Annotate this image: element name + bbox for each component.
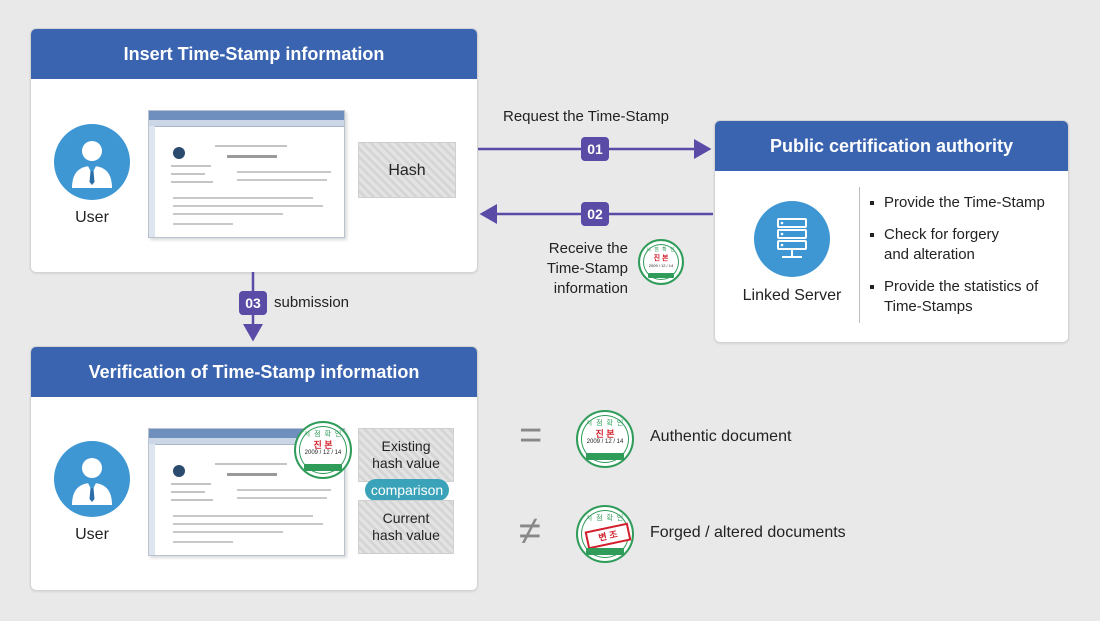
timestamp-seal-icon: 시 점 확 인 진 본 2009 / 12 / 14: [294, 421, 352, 479]
verification-panel: Verification of Time-Stamp information U…: [30, 346, 478, 591]
step-02-badge: 02: [581, 202, 609, 226]
authority-panel: Public certification authority Linked Se…: [714, 120, 1069, 343]
not-equal-symbol: ≠: [519, 509, 541, 553]
seal-mid: 진 본: [595, 429, 615, 439]
forged-label: Forged / altered documents: [650, 524, 846, 541]
insert-timestamp-panel: Insert Time-Stamp information User: [30, 28, 478, 273]
existing-hash-box: Existing hash value: [358, 428, 454, 482]
verification-panel-title: Verification of Time-Stamp information: [31, 347, 477, 397]
comparison-pill: comparison: [365, 479, 449, 501]
server-label: Linked Server: [742, 287, 842, 304]
seal-top: 시 점 확 인: [646, 247, 676, 253]
request-label: Request the Time-Stamp: [503, 108, 669, 125]
seal-date: 2009 / 12 / 14: [304, 450, 342, 456]
seal-mid: 진 본: [313, 440, 333, 450]
receive-label: Receive the Time-Stamp information: [546, 240, 628, 297]
seal-top: 시 점 확 인: [585, 515, 625, 522]
equals-symbol: =: [519, 413, 543, 457]
document-screenshot: [148, 110, 345, 238]
user-label: User: [75, 209, 109, 226]
user-icon: [54, 441, 130, 517]
seal-top: 시 점 확 인: [585, 420, 625, 427]
seal-top: 시 점 확 인: [303, 431, 343, 438]
timestamp-seal-icon: 시 점 확 인 진 본 2009 / 12 / 14: [638, 239, 684, 285]
forged-mark: 변 조: [584, 522, 632, 550]
authority-panel-title: Public certification authority: [715, 121, 1068, 171]
submission-label: submission: [274, 294, 350, 311]
user-avatar: User: [47, 441, 137, 544]
seal-mid: 진 본: [653, 255, 669, 262]
authentic-seal-icon: 시 점 확 인 진 본 2009 / 12 / 14: [576, 410, 634, 468]
step-01-badge: 01: [581, 137, 609, 161]
service-item: Provide the Time-Stamp: [870, 193, 1066, 213]
step-03-badge: 03: [239, 291, 267, 315]
authentic-label: Authentic document: [650, 428, 792, 445]
service-item: Provide the statistics of Time-Stamps: [870, 277, 1066, 317]
user-label: User: [75, 526, 109, 543]
seal-date: 2009 / 12 / 14: [586, 439, 624, 445]
authority-services-list: Provide the Time-Stamp Check for forgery…: [870, 193, 1066, 329]
hash-box: Hash: [358, 142, 456, 198]
user-avatar: User: [47, 124, 137, 227]
server-icon: [754, 201, 830, 277]
seal-date: 2009 / 12 / 14: [648, 263, 674, 268]
user-icon: [54, 124, 130, 200]
forged-seal-icon: 시 점 확 인 변 조: [576, 505, 634, 563]
current-hash-box: Current hash value: [358, 500, 454, 554]
service-item: Check for forgery and alteration: [870, 225, 1066, 265]
document-content-icon: [171, 463, 331, 543]
insert-panel-title: Insert Time-Stamp information: [31, 29, 477, 79]
divider: [859, 187, 860, 323]
document-content-icon: [171, 145, 331, 225]
